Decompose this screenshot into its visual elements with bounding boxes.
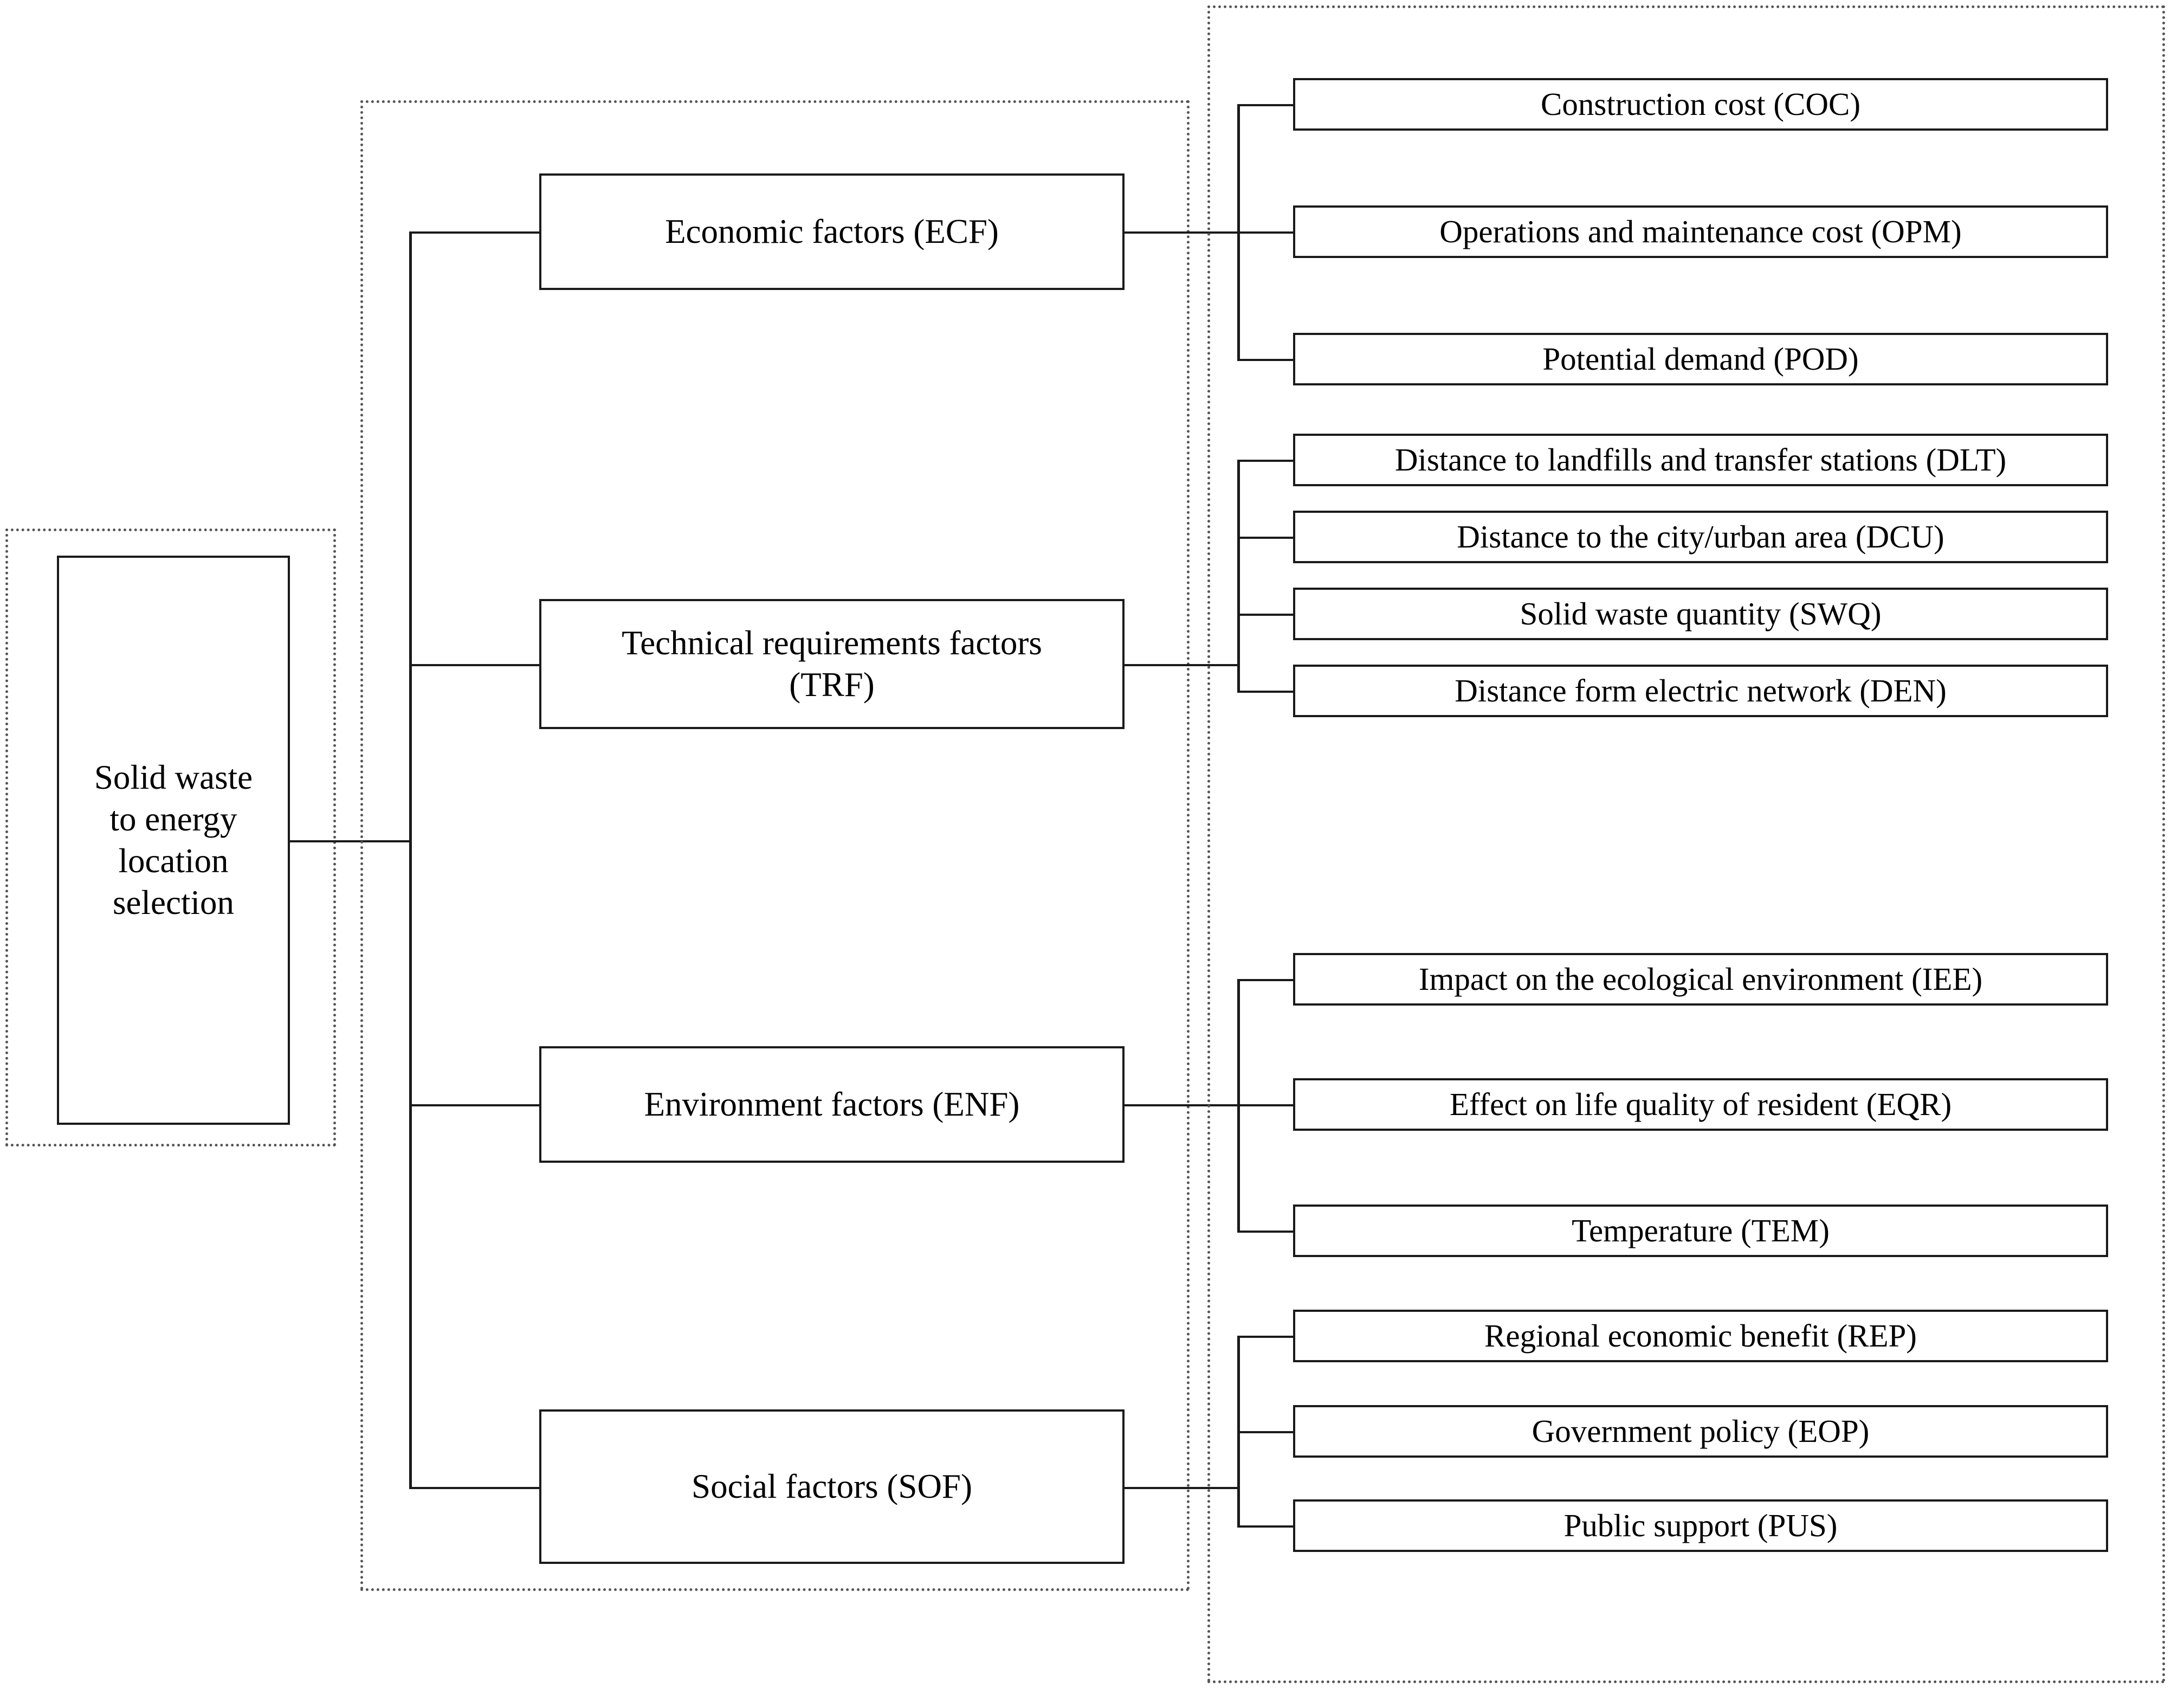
criterion-box-ecf[interactable]: Economic factors (ECF) xyxy=(539,173,1125,290)
connector-criteria-spine-lower xyxy=(409,945,412,1488)
goal-label: Solid waste to energy location selection xyxy=(94,757,253,923)
subcriterion-label-dlt: Distance to landfills and transfer stati… xyxy=(1394,441,2007,478)
connector-ecf-to-coc xyxy=(1237,104,1294,106)
connector-trf-to-den xyxy=(1237,691,1294,693)
subcriterion-box-coc[interactable]: Construction cost (COC) xyxy=(1293,78,2108,131)
criterion-box-sof[interactable]: Social factors (SOF) xyxy=(539,1409,1125,1564)
connector-ecf-to-pod xyxy=(1237,359,1294,361)
connector-goal-to-ecf xyxy=(409,231,540,234)
subcriterion-box-tem[interactable]: Temperature (TEM) xyxy=(1293,1205,2108,1257)
subcriterion-box-eqr[interactable]: Effect on life quality of resident (EQR) xyxy=(1293,1078,2108,1131)
subcriteria-container xyxy=(1207,5,2165,1683)
group-spine-trf xyxy=(1237,460,1240,691)
connector-trf-to-dcu xyxy=(1237,537,1294,539)
subcriterion-label-den: Distance form electric network (DEN) xyxy=(1455,672,1947,708)
subcriterion-box-opm[interactable]: Operations and maintenance cost (OPM) xyxy=(1293,205,2108,258)
subcriterion-label-opm: Operations and maintenance cost (OPM) xyxy=(1439,213,1962,249)
goal-label-line-2: to energy xyxy=(109,800,237,839)
subcriterion-box-pod[interactable]: Potential demand (POD) xyxy=(1293,333,2108,385)
criterion-label-trf: Technical requirements factors (TRF) xyxy=(622,622,1042,706)
connector-enf-to-eqr xyxy=(1237,1104,1294,1106)
subcriterion-label-eqr: Effect on life quality of resident (EQR) xyxy=(1449,1086,1952,1122)
criteria-container xyxy=(360,100,1190,1591)
criterion-label-sof: Social factors (SOF) xyxy=(692,1467,972,1506)
subcriterion-label-dcu: Distance to the city/urban area (DCU) xyxy=(1457,518,1944,555)
subcriterion-box-den[interactable]: Distance form electric network (DEN) xyxy=(1293,665,2108,717)
goal-label-line-1: Solid waste xyxy=(94,758,253,797)
connector-sof-to-rep xyxy=(1237,1336,1294,1338)
connector-trf-to-dlt xyxy=(1237,460,1294,462)
subcriterion-label-pod: Potential demand (POD) xyxy=(1542,340,1859,377)
subcriterion-label-eop: Government policy (EOP) xyxy=(1532,1413,1870,1449)
connector-goal-to-sof xyxy=(409,1487,540,1489)
subcriterion-box-dcu[interactable]: Distance to the city/urban area (DCU) xyxy=(1293,511,2108,563)
criterion-label-trf-line-1: Technical requirements factors xyxy=(622,624,1042,662)
group-spine-sof xyxy=(1237,1336,1240,1525)
criterion-box-enf[interactable]: Environment factors (ENF) xyxy=(539,1046,1125,1163)
connector-trf-stem xyxy=(1125,664,1238,666)
subcriterion-label-swq: Solid waste quantity (SWQ) xyxy=(1520,595,1882,632)
subcriterion-label-tem: Temperature (TEM) xyxy=(1572,1212,1830,1248)
subcriterion-box-eop[interactable]: Government policy (EOP) xyxy=(1293,1405,2108,1458)
connector-goal-stem xyxy=(290,840,410,842)
goal-label-line-4: selection xyxy=(113,883,234,922)
goal-box[interactable]: Solid waste to energy location selection xyxy=(57,556,290,1125)
subcriterion-box-iee[interactable]: Impact on the ecological environment (IE… xyxy=(1293,953,2108,1006)
connector-enf-to-iee xyxy=(1237,979,1294,981)
subcriterion-box-pus[interactable]: Public support (PUS) xyxy=(1293,1499,2108,1552)
goal-label-line-3: location xyxy=(118,842,229,880)
subcriterion-box-swq[interactable]: Solid waste quantity (SWQ) xyxy=(1293,588,2108,640)
connector-trf-to-swq xyxy=(1237,614,1294,616)
criterion-box-trf[interactable]: Technical requirements factors (TRF) xyxy=(539,599,1125,729)
connector-enf-to-tem xyxy=(1237,1231,1294,1233)
connector-sof-to-pus xyxy=(1237,1525,1294,1528)
connector-ecf-to-opm xyxy=(1237,231,1294,234)
criterion-label-enf: Environment factors (ENF) xyxy=(644,1085,1020,1124)
connector-sof-to-eop xyxy=(1237,1431,1294,1433)
goal-container xyxy=(5,529,336,1146)
subcriterion-box-dlt[interactable]: Distance to landfills and transfer stati… xyxy=(1293,434,2108,486)
subcriterion-label-pus: Public support (PUS) xyxy=(1563,1507,1838,1543)
criterion-label-trf-line-2: (TRF) xyxy=(789,666,875,704)
subcriterion-label-coc: Construction cost (COC) xyxy=(1541,86,1860,122)
subcriterion-label-iee: Impact on the ecological environment (IE… xyxy=(1418,961,1983,997)
criterion-label-ecf: Economic factors (ECF) xyxy=(665,212,999,251)
connector-goal-to-trf xyxy=(409,664,540,666)
connector-criteria-spine xyxy=(409,231,412,945)
subcriterion-box-rep[interactable]: Regional economic benefit (REP) xyxy=(1293,1310,2108,1362)
connector-enf-stem xyxy=(1125,1104,1238,1106)
connector-goal-to-enf xyxy=(409,1104,540,1106)
connector-sof-stem xyxy=(1125,1487,1238,1489)
connector-ecf-stem xyxy=(1125,231,1238,234)
subcriterion-label-rep: Regional economic benefit (REP) xyxy=(1484,1317,1917,1354)
